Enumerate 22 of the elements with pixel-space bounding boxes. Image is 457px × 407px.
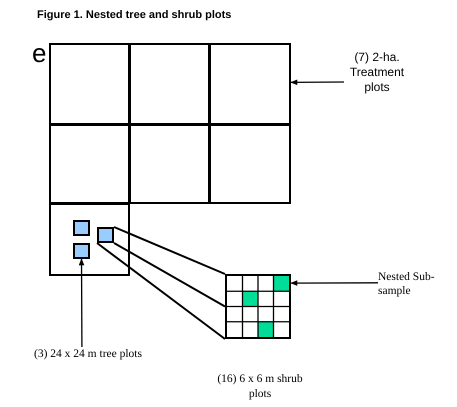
tree-plot-square [97,227,114,243]
treatment-plot-box [49,124,130,204]
label-text: (3) 24 x 24 m tree plots [12,347,164,365]
treatment-plot-box [129,124,210,204]
tree-plot-square [73,243,90,259]
label-text: Nested Sub-sample [378,270,442,302]
arrow [78,258,84,347]
tree-plot-square [73,220,90,236]
label-text: (7) 2-ha. Treatment plots [344,50,410,100]
treatment-plot-box [129,43,210,125]
treatment-plot-box [209,43,291,125]
arrow [290,80,344,86]
treatment-plot-box [49,43,130,125]
caption-text: (16) 6 x 6 m shrub plots [216,372,304,402]
treatment-plot-box [49,203,130,276]
zoom-line [114,226,226,275]
cropped-text: e [32,38,46,68]
arrow [290,280,378,286]
zoom-line [96,242,226,340]
treatment-plot-box [209,124,291,204]
figure-title: Figure 1. Nested tree and shrub plots [37,8,232,23]
zoom-line [114,242,226,308]
